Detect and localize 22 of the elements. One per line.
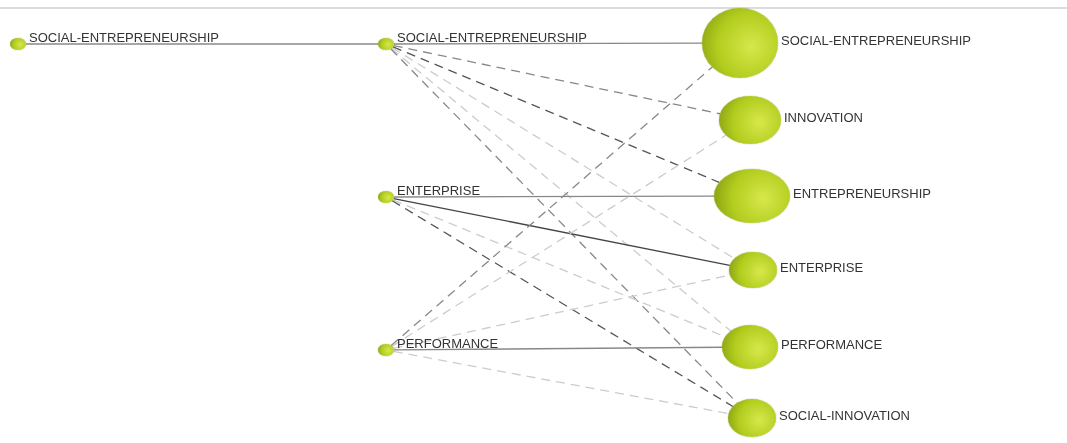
dashed-connector (391, 200, 734, 408)
node-label: PERFORMANCE (781, 338, 883, 352)
node-label: INNOVATION (784, 111, 863, 125)
node-label: SOCIAL-ENTREPRENEURSHIP (781, 34, 971, 48)
node-label: ENTERPRISE (397, 184, 481, 198)
node-label: PERFORMANCE (397, 337, 499, 351)
node-label: SOCIAL-ENTREPRENEURSHIP (29, 31, 219, 45)
dashed-connector (393, 350, 730, 415)
connector-line (25, 43, 379, 45)
dashed-connector (393, 44, 721, 115)
connector-line (393, 197, 731, 267)
dashed-connector (390, 66, 713, 347)
dashed-connector (391, 134, 727, 347)
connector-line (393, 346, 723, 351)
dashed-connector (390, 47, 732, 332)
connector-line (393, 42, 703, 45)
node-label: ENTREPRENEURSHIP (793, 187, 931, 201)
node-label: SOCIAL-ENTREPRENEURSHIP (397, 31, 587, 45)
connector-line (393, 195, 715, 198)
node-label: SOCIAL-INNOVATION (779, 409, 910, 423)
dashed-connector (392, 46, 720, 184)
node-label: ENTERPRISE (780, 261, 864, 275)
